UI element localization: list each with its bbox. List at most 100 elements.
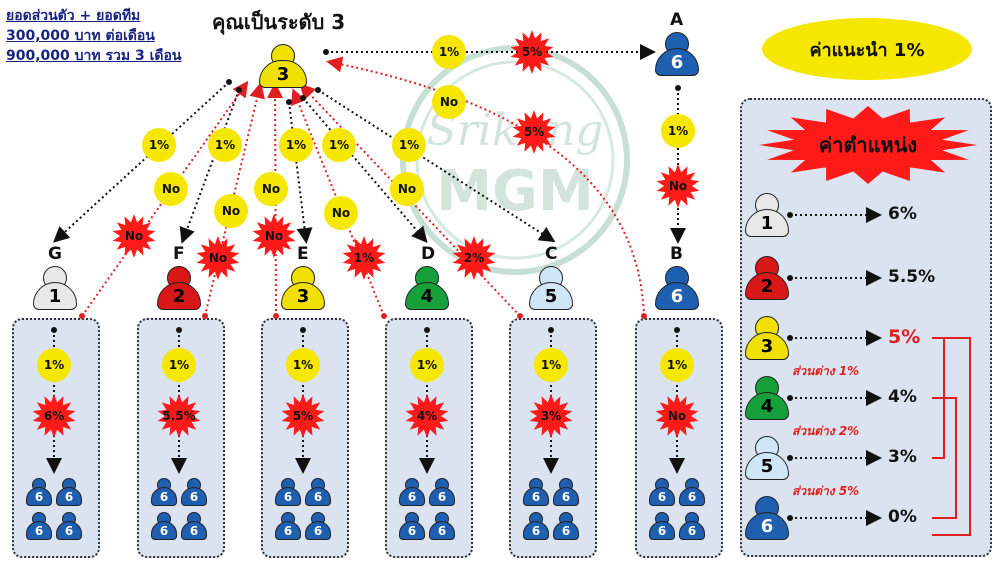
position-star: ค่าตำแหน่ง [758,106,978,184]
node-c-level: 5 [529,282,573,310]
branch-f-pct: 1% [208,128,242,162]
team-member-level: 6 [429,487,455,506]
team-member-person: 6 [275,512,301,540]
team-member-person: 6 [151,512,177,540]
legend-pct-4: 4% [888,387,917,407]
branch-f-no: No [214,194,248,228]
team-member-level: 6 [275,521,301,540]
team-member-level: 6 [151,487,177,506]
legend-level-6: 6 [745,512,789,540]
team-member-person: 6 [399,478,425,506]
legend-diff-2: ส่วนต่าง 2% [792,424,860,438]
team-member-level: 6 [523,487,549,506]
team-member-level: 6 [181,487,207,506]
a-to-b-pct: 1% [661,114,695,148]
box-b-pct: 1% [660,348,694,382]
team-member-person: 6 [26,512,52,540]
branch-d-no: No [324,196,358,230]
team-member-person: 6 [649,512,675,540]
node-a-label: A [670,10,684,30]
branch-c-pct: 1% [392,128,426,162]
box-g-star-text: 6% [43,409,65,423]
legend-level-3: 3 [745,332,789,360]
team-member-person: 6 [429,478,455,506]
box-g-pct: 1% [37,348,71,382]
team-member-level: 6 [399,487,425,506]
top-link-star: 5% [510,30,554,74]
branch-g-no: No [154,172,188,206]
legend-level-1-person: 1 [745,193,789,237]
node-f-label: F [173,244,185,264]
team-member-person: 6 [649,478,675,506]
center-person: 3 [259,44,307,90]
branch-f-star-text: No [208,251,228,265]
red-link-star-text: 5% [523,125,545,139]
team-member-person: 6 [679,478,705,506]
branch-e-pct: 1% [279,128,313,162]
team-member-person: 6 [399,512,425,540]
header-summary: ยอดส่วนตัว + ยอดทีม 300,000 บาท ต่อเดือน… [6,6,181,66]
team-member-level: 6 [649,521,675,540]
team-member-level: 6 [523,521,549,540]
branch-g-star-text: No [124,229,144,243]
team-member-level: 6 [305,521,331,540]
node-a-person: 6 [655,32,699,76]
branch-e-star: No [252,214,296,258]
top-link-pct: 1% [432,35,466,69]
team-member-level: 6 [151,521,177,540]
team-member-person: 6 [553,478,579,506]
team-member-level: 6 [181,521,207,540]
node-b-level: 6 [655,282,699,310]
box-e-pct: 1% [286,348,320,382]
node-a-level: 6 [655,48,699,76]
branch-c-no: No [390,172,424,206]
node-c-label: C [545,244,558,264]
legend-pct-2: 5.5% [888,267,936,287]
box-d-pct: 1% [410,348,444,382]
team-member-level: 6 [275,487,301,506]
a-to-b-star-text: No [668,179,688,193]
header-line-2: 300,000 บาท ต่อเดือน [6,28,155,44]
node-g-label: G [48,244,62,264]
header-line-3: 900,000 บาท รวม 3 เดือน [6,48,182,64]
legend-level-4: 4 [745,392,789,420]
red-link-circle: No [432,85,466,119]
team-member-person: 6 [181,512,207,540]
team-member-person: 6 [523,512,549,540]
legend-pct-1: 6% [888,204,917,224]
box-c-pct: 1% [534,348,568,382]
branch-f-star: No [196,236,240,280]
team-member-person: 6 [305,478,331,506]
center-level: 3 [259,60,307,88]
team-member-person: 6 [56,478,82,506]
watermark-bottom: MGM [436,159,593,224]
team-member-level: 6 [399,521,425,540]
page-title: คุณเป็นระดับ 3 [212,10,346,34]
a-to-b-star: No [656,164,700,208]
legend-diff-1: ส่วนต่าง 1% [792,364,860,378]
legend-level-1: 1 [745,209,789,237]
node-b-label: B [670,244,683,264]
branch-c-star: 2% [452,236,496,280]
box-d-star: 4% [405,394,449,438]
team-member-level: 6 [305,487,331,506]
node-e-level: 3 [281,282,325,310]
node-e-label: E [297,244,309,264]
branch-c-star-text: 2% [463,251,485,265]
team-member-level: 6 [26,521,52,540]
legend-pct-5: 3% [888,447,917,467]
box-f-star-text: 5.5% [162,409,196,423]
team-member-person: 6 [56,512,82,540]
legend-pct-3: 5% [888,326,921,348]
team-member-level: 6 [679,521,705,540]
team-member-level: 6 [429,521,455,540]
team-member-level: 6 [56,487,82,506]
branch-g-pct: 1% [142,128,176,162]
team-member-level: 6 [56,521,82,540]
top-link-star-text: 5% [521,45,543,59]
recommend-oval: ค่าแนะนำ 1% [762,18,972,80]
box-e-star-text: 5% [292,409,314,423]
legend-level-5: 5 [745,452,789,480]
box-f-star: 5.5% [157,394,201,438]
team-member-person: 6 [26,478,52,506]
